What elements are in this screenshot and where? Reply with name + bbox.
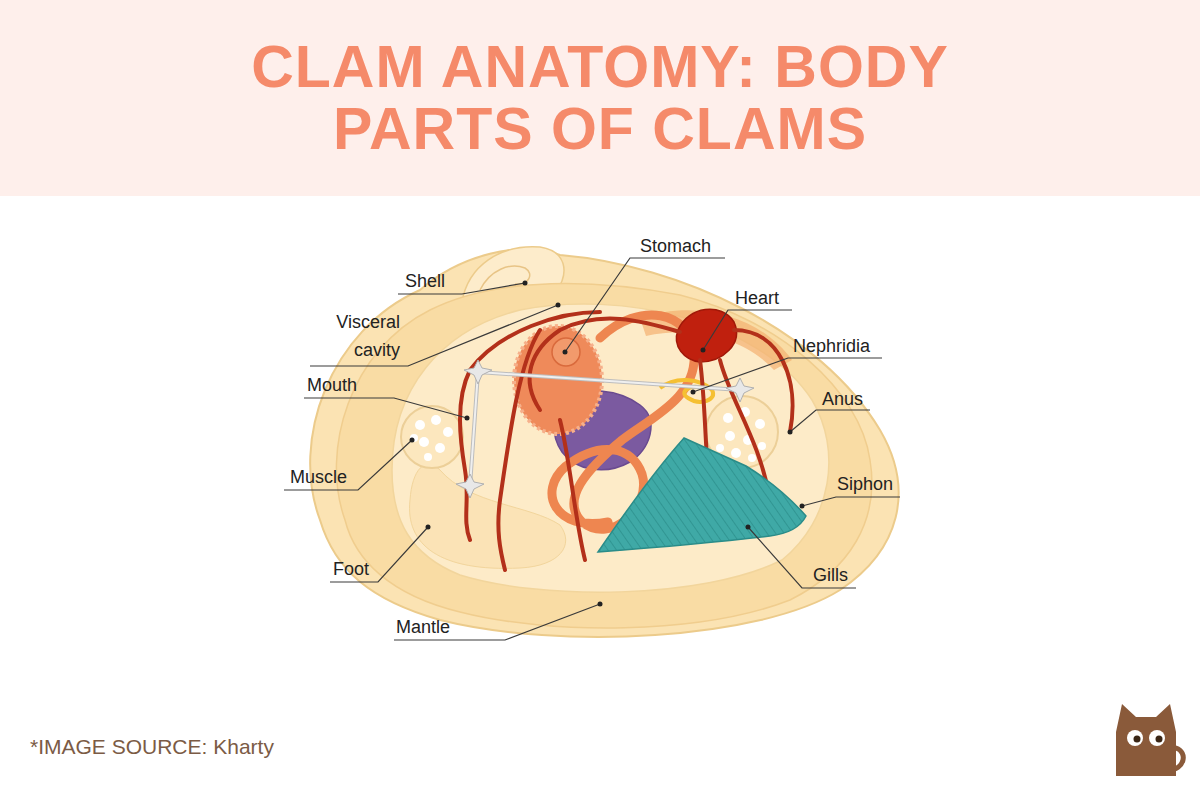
stomach-chamber [552,338,580,366]
part-label: Mouth [307,371,357,399]
part-label: Gills [813,561,848,589]
part-label: Visceral cavity [318,308,400,364]
visceral-cavity-shape [392,304,829,592]
part-label: Heart [735,284,779,312]
part-label: Anus [822,385,863,413]
foot-shape [410,464,566,568]
title-banner [0,0,1200,196]
part-label: Shell [405,267,445,295]
cat-logo [1116,704,1183,776]
part-label: Nephridia [793,332,870,360]
heart-organ [676,309,736,362]
part-label: Muscle [290,463,347,491]
part-label: Mantle [396,613,450,641]
part-label: Siphon [837,470,893,498]
adductor-muscle [401,406,463,468]
leader-lines [284,258,900,640]
page-title: CLAM ANATOMY: BODY PARTS OF CLAMS [220,36,980,160]
shell-outline [310,249,898,637]
muscle-fibres [410,415,453,461]
image-source-caption: *IMAGE SOURCE: Kharty [30,735,274,759]
part-label: Foot [333,555,369,583]
leader-dots [410,281,805,607]
part-label: Stomach [640,232,711,260]
gills-organ [598,438,806,552]
mantle-shape [336,284,871,628]
